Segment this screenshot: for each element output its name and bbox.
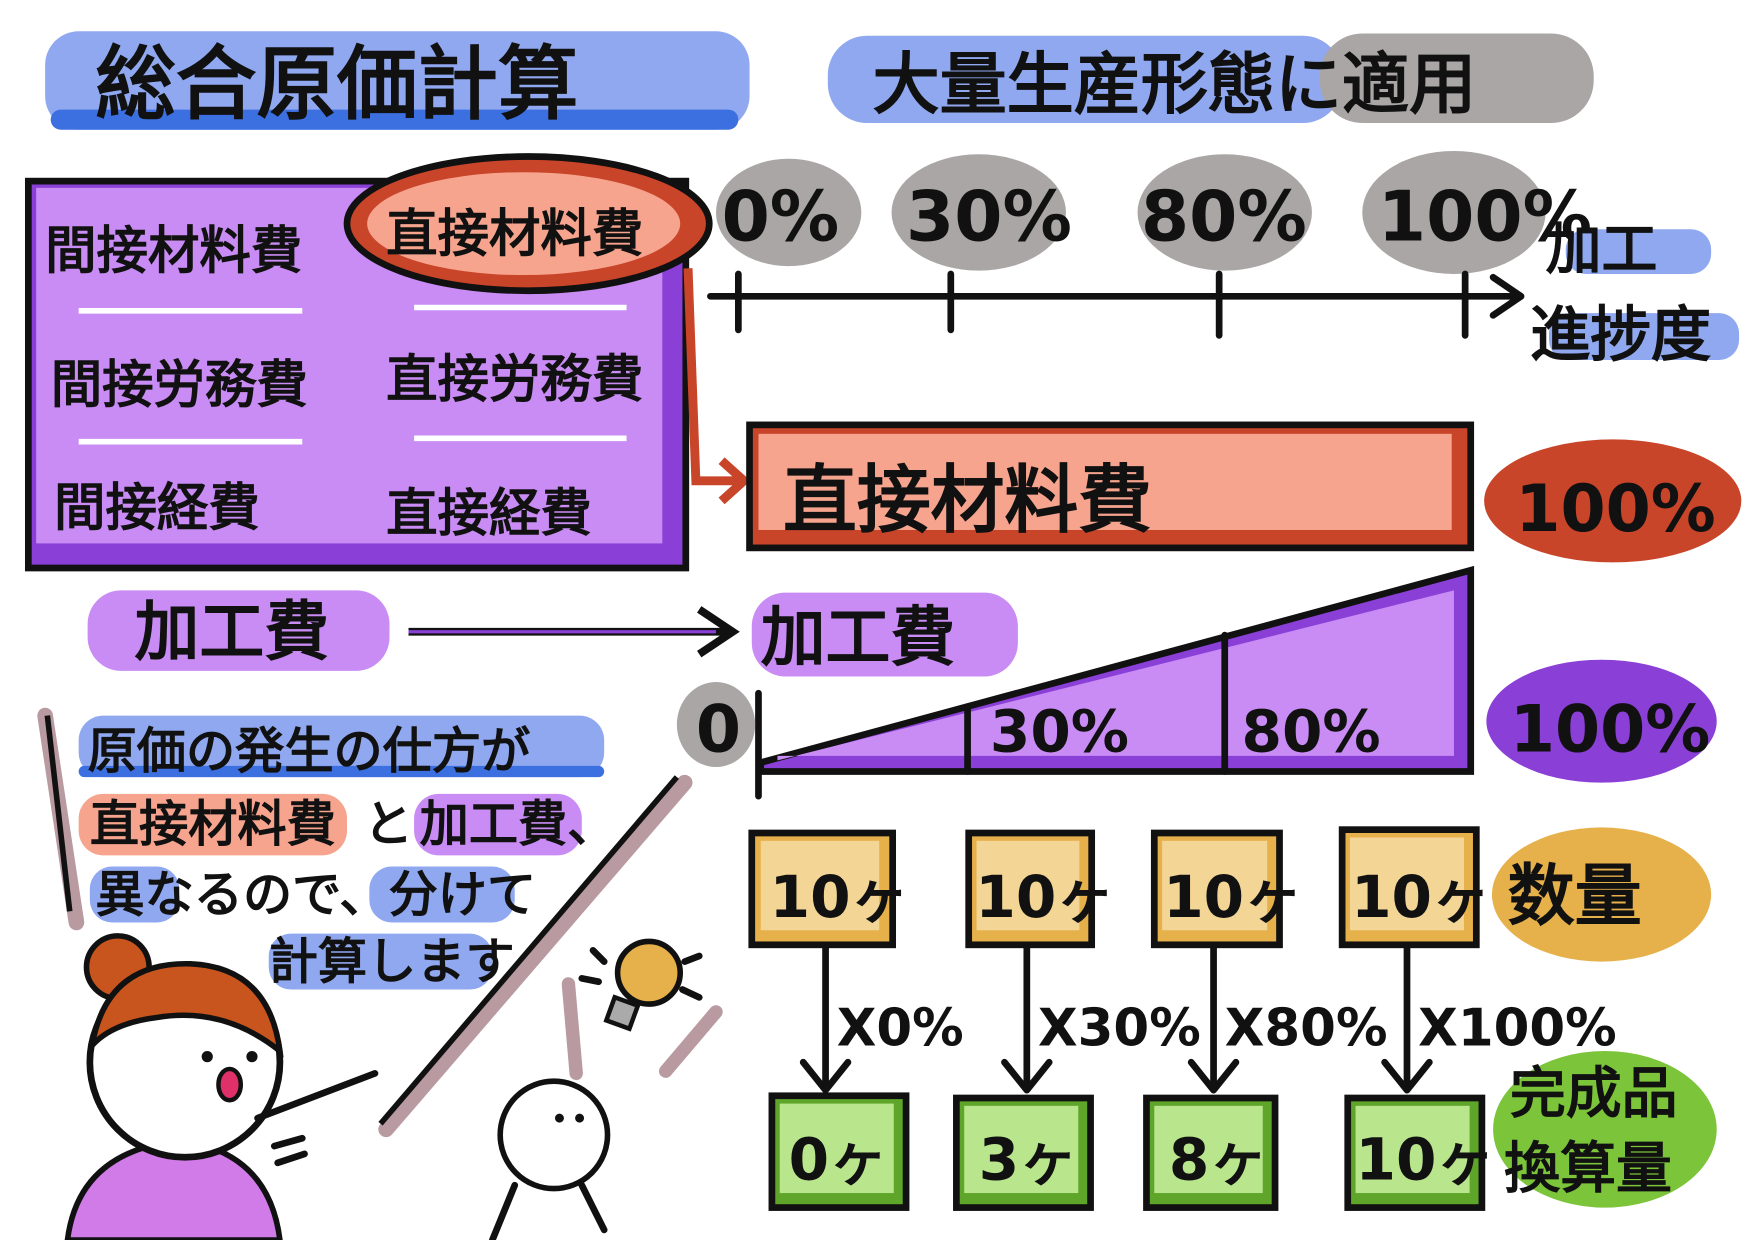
teacher-character-illustration: [64, 933, 379, 1240]
multiplier: X100%: [1418, 998, 1617, 1058]
processing-rate-oval: 100%: [1486, 659, 1717, 783]
direct-material-bar: 直接材料費: [746, 421, 1475, 552]
student-character-illustration: [489, 938, 723, 1240]
svg-text:0%: 0%: [722, 177, 840, 257]
progress-axis: 0% 30% 80% 100% 加工 進捗度: [707, 150, 1740, 371]
svg-text:30%: 30%: [906, 177, 1072, 257]
svg-text:100%: 100%: [1510, 692, 1710, 767]
svg-text:100%: 100%: [1515, 472, 1715, 547]
quantity-row: 10ヶ 10ヶ 10ヶ 10ヶ 数量: [748, 826, 1712, 962]
svg-text:10ヶ: 10ヶ: [770, 863, 909, 931]
explanation-note: 原価の発生の仕方が 直接材料費 と 加工費、 異なるので、分けて 計算します: [37, 707, 693, 1138]
quantity-label: 数量: [1508, 857, 1642, 935]
direct-material-bar-label: 直接材料費: [783, 459, 1152, 544]
direct-labor-label: 直接労務費: [386, 350, 643, 410]
note-line-4: 計算します: [269, 932, 515, 990]
title-block: 総合原価計算: [45, 31, 750, 131]
equivalent-box: 8ヶ: [1143, 1094, 1279, 1211]
segment-80: 80%: [1242, 697, 1381, 765]
conversion-arrows: X0% X30% X80% X100%: [799, 944, 1617, 1094]
svg-text:10ヶ: 10ヶ: [975, 863, 1114, 931]
indirect-material-label: 間接材料費: [45, 221, 302, 281]
note-line-3: 異なるので、分けて: [95, 865, 536, 923]
equivalent-box: 10ヶ: [1344, 1094, 1495, 1211]
svg-text:8ヶ: 8ヶ: [1169, 1126, 1268, 1194]
tick-bubble-30: 30%: [891, 154, 1072, 271]
quantity-box: 10ヶ: [748, 829, 909, 949]
equivalent-box: 3ヶ: [953, 1094, 1094, 1211]
equivalent-row: 0ヶ 3ヶ 8ヶ 10ヶ 完成品 換算量: [768, 1051, 1717, 1211]
svg-text:80%: 80%: [1141, 177, 1307, 257]
subtitle-block: 大量生産形態に適用: [827, 33, 1594, 123]
svg-text:10ヶ: 10ヶ: [1351, 863, 1490, 931]
direct-material-oval: 直接材料費: [343, 153, 713, 295]
quantity-box: 10ヶ: [1338, 826, 1490, 949]
multiplier: X0%: [837, 998, 964, 1058]
lightbulb-icon: [578, 938, 703, 1032]
multiplier: X80%: [1225, 998, 1388, 1058]
subtitle: 大量生産形態に適用: [873, 45, 1477, 123]
progress-label-line2: 進捗度: [1530, 301, 1712, 371]
note-line-1: 原価の発生の仕方が: [88, 722, 531, 780]
note-line-2b: と: [364, 795, 413, 853]
multiplier: X30%: [1038, 998, 1201, 1058]
material-flow-arrow: [683, 268, 751, 505]
segment-30: 30%: [990, 697, 1129, 765]
svg-text:0ヶ: 0ヶ: [789, 1126, 888, 1194]
tick-bubble-0: 0%: [715, 158, 862, 267]
processing-right-label: 加工費: [761, 601, 956, 676]
svg-text:3ヶ: 3ヶ: [979, 1126, 1078, 1194]
material-rate-oval: 100%: [1484, 439, 1742, 563]
direct-material-label: 直接材料費: [386, 205, 643, 265]
indirect-expense-label: 間接経費: [54, 479, 260, 539]
processing-left-label: 加工費: [135, 595, 330, 670]
processing-start: 0: [696, 692, 741, 767]
equivalent-label-line1: 完成品: [1510, 1062, 1678, 1127]
equivalent-box: 0ヶ: [768, 1092, 910, 1211]
note-line-2c: 加工費、: [420, 795, 617, 853]
note-line-2a: 直接材料費: [90, 795, 336, 853]
svg-text:100%: 100%: [1378, 177, 1592, 257]
svg-text:10ヶ: 10ヶ: [1163, 863, 1302, 931]
direct-expense-label: 直接経費: [386, 484, 592, 544]
page-title: 総合原価計算: [95, 37, 578, 131]
progress-label-line1: 加工: [1546, 217, 1658, 282]
processing-cost-flow: 加工費 加工費: [87, 590, 1018, 677]
processing-triangle: 30% 80% 0: [676, 565, 1475, 800]
equivalent-label-line2: 換算量: [1504, 1136, 1672, 1201]
tick-bubble-80: 80%: [1137, 154, 1312, 271]
quantity-box: 10ヶ: [1150, 829, 1302, 949]
quantity-box: 10ヶ: [965, 829, 1114, 949]
tick-bubble-100: 100%: [1362, 150, 1592, 274]
indirect-labor-label: 間接労務費: [51, 356, 308, 416]
svg-text:10ヶ: 10ヶ: [1356, 1126, 1495, 1194]
